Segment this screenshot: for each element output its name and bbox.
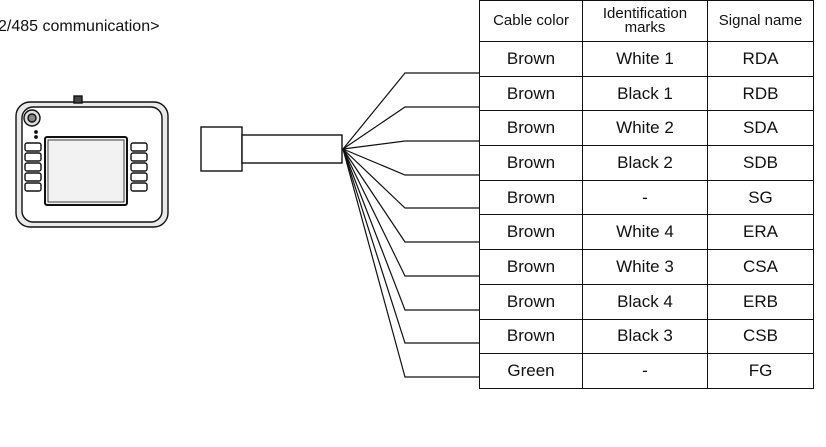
cell-identification-mark: Black 1 <box>582 75 708 112</box>
cell-identification-mark: White 1 <box>582 41 708 77</box>
table-row: Green - FG <box>479 353 814 389</box>
cell-identification-mark: White 3 <box>582 249 708 285</box>
table-row: Brown - SG <box>479 179 814 216</box>
cell-signal-name: RDA <box>707 41 814 77</box>
cell-signal-name: ERA <box>707 214 814 251</box>
table-row: Brown Black 3 CSB <box>479 318 814 355</box>
header-cable-color: Cable color <box>479 0 583 42</box>
cell-signal-name: CSA <box>707 249 814 285</box>
cable-connector <box>200 126 343 172</box>
cell-identification-mark: Black 4 <box>582 283 708 320</box>
table-row: Brown White 1 RDA <box>479 41 814 77</box>
cell-identification-mark: - <box>582 353 708 389</box>
cell-signal-name: CSB <box>707 318 814 355</box>
cell-cable-color: Brown <box>479 110 583 147</box>
table-row: Brown Black 1 RDB <box>479 75 814 112</box>
header-identification-marks: Identification marks <box>582 0 708 42</box>
terminal-device-illustration <box>15 95 169 228</box>
cell-signal-name: SDB <box>707 145 814 181</box>
cell-cable-color: Brown <box>479 214 583 251</box>
cell-cable-color: Brown <box>479 75 583 112</box>
cell-signal-name: SDA <box>707 110 814 147</box>
table-row: Brown White 4 ERA <box>479 214 814 251</box>
cell-signal-name: ERB <box>707 283 814 320</box>
cell-cable-color: Brown <box>479 41 583 77</box>
cell-cable-color: Brown <box>479 179 583 216</box>
table-header-row: Cable color Identification marks Signal … <box>479 0 814 42</box>
cell-signal-name: FG <box>707 353 814 389</box>
cell-identification-mark: Black 2 <box>582 145 708 181</box>
header-signal-name: Signal name <box>707 0 814 42</box>
table-row: Brown Black 4 ERB <box>479 283 814 320</box>
cell-identification-mark: White 2 <box>582 110 708 147</box>
fan-out-wires <box>342 72 479 378</box>
diagram-caption: 2/485 communication> <box>0 18 160 35</box>
cell-identification-mark: Black 3 <box>582 318 708 355</box>
cell-signal-name: RDB <box>707 75 814 112</box>
cell-cable-color: Brown <box>479 283 583 320</box>
table-row: Brown White 3 CSA <box>479 249 814 285</box>
signal-table: Cable color Identification marks Signal … <box>479 0 814 389</box>
table-row: Brown Black 2 SDB <box>479 145 814 181</box>
cell-identification-mark: White 4 <box>582 214 708 251</box>
cell-signal-name: SG <box>707 179 814 216</box>
cell-cable-color: Brown <box>479 249 583 285</box>
cell-cable-color: Brown <box>479 318 583 355</box>
cell-cable-color: Green <box>479 353 583 389</box>
cell-cable-color: Brown <box>479 145 583 181</box>
cell-identification-mark: - <box>582 179 708 216</box>
table-row: Brown White 2 SDA <box>479 110 814 147</box>
